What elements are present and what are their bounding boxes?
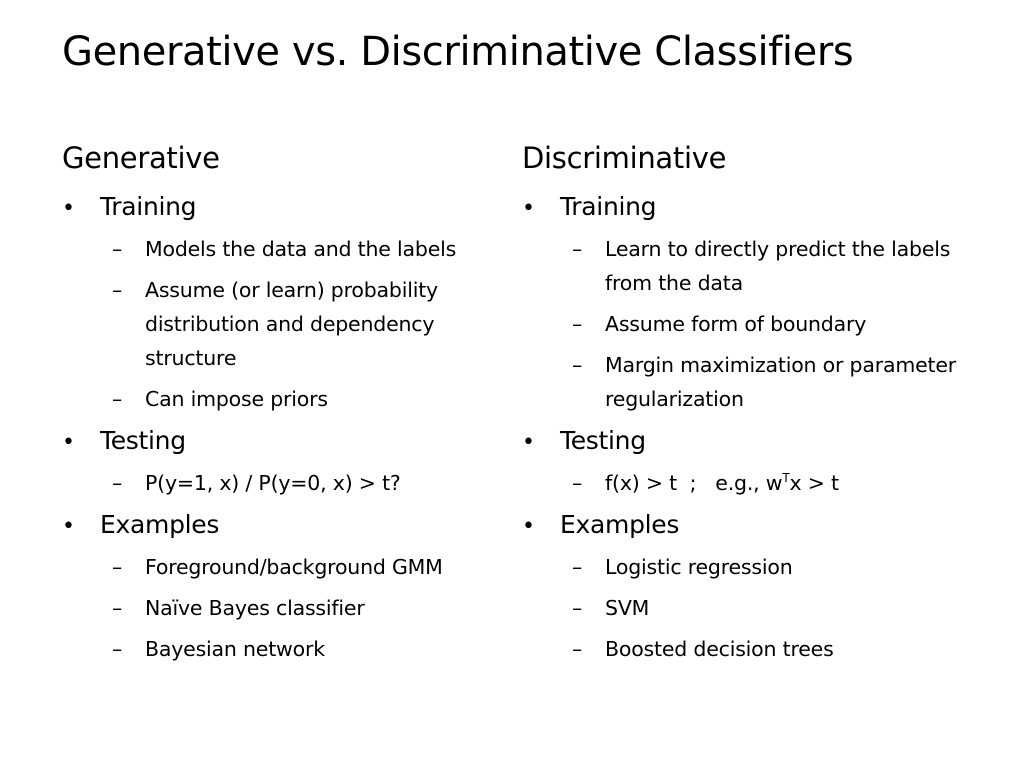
section-examples: • Examples – Foreground/background GMM –… — [62, 508, 512, 666]
sub-item: – Foreground/background GMM — [62, 550, 512, 584]
dash-icon: – — [572, 237, 583, 261]
column-heading-discriminative: Discriminative — [522, 141, 727, 175]
sub-item: – Boosted decision trees — [522, 632, 972, 666]
formula-suffix: x > t — [789, 471, 839, 495]
sub-item-text: Logistic regression — [605, 555, 793, 579]
sub-item: – Assume (or learn) probability distribu… — [62, 273, 512, 375]
dash-icon: – — [112, 637, 123, 661]
dash-icon: – — [572, 471, 583, 495]
sub-item-text: Naïve Bayes classifier — [145, 596, 365, 620]
sub-item-text: Models the data and the labels — [145, 237, 457, 261]
sub-item-text: Foreground/background GMM — [145, 555, 443, 579]
sub-list: – f(x) > t ; e.g., wTx > t — [522, 466, 972, 500]
bullet-label: Examples — [100, 510, 220, 539]
sub-item-formula: – f(x) > t ; e.g., wTx > t — [522, 466, 972, 500]
sub-list: – Learn to directly predict the labels f… — [522, 232, 972, 416]
sub-item: – SVM — [522, 591, 972, 625]
dash-icon: – — [112, 555, 123, 579]
section-examples: • Examples – Logistic regression – SVM –… — [522, 508, 972, 666]
dash-icon: – — [112, 471, 123, 495]
dash-icon: – — [572, 555, 583, 579]
sub-list: – P(y=1, x) / P(y=0, x) > t? — [62, 466, 512, 500]
slide-title: Generative vs. Discriminative Classifier… — [62, 29, 854, 75]
dash-icon: – — [572, 312, 583, 336]
dash-icon: – — [112, 596, 123, 620]
section-training: • Training – Models the data and the lab… — [62, 190, 512, 416]
bullet-label: Testing — [100, 426, 186, 455]
dash-icon: – — [572, 596, 583, 620]
formula-superscript: T — [782, 471, 790, 486]
bullet-icon: • — [62, 196, 75, 221]
dash-icon: – — [112, 278, 123, 302]
sub-item: – P(y=1, x) / P(y=0, x) > t? — [62, 466, 512, 500]
bullet-icon: • — [522, 196, 535, 221]
bullet-testing: • Testing — [522, 424, 972, 460]
sub-item: – Can impose priors — [62, 382, 512, 416]
bullet-training: • Training — [62, 190, 512, 226]
sub-list: – Models the data and the labels – Assum… — [62, 232, 512, 416]
bullet-icon: • — [62, 430, 75, 455]
generative-column: Generative • Training – Models the data … — [62, 138, 512, 674]
sub-list: – Logistic regression – SVM – Boosted de… — [522, 550, 972, 666]
dash-icon: – — [572, 637, 583, 661]
dash-icon: – — [112, 387, 123, 411]
discriminative-column: Discriminative • Training – Learn to dir… — [522, 138, 972, 674]
sub-item: – Logistic regression — [522, 550, 972, 584]
sub-item-text: Can impose priors — [145, 387, 328, 411]
sub-item-text: Learn to directly predict the labels fro… — [605, 237, 951, 295]
bullet-icon: • — [522, 430, 535, 455]
bullet-testing: • Testing — [62, 424, 512, 460]
section-training: • Training – Learn to directly predict t… — [522, 190, 972, 416]
section-testing: • Testing – f(x) > t ; e.g., wTx > t — [522, 424, 972, 500]
sub-item-text: Assume (or learn) probability distributi… — [145, 278, 438, 370]
sub-item: – Assume form of boundary — [522, 307, 972, 341]
sub-item: – Margin maximization or parameter regul… — [522, 348, 972, 416]
formula-prefix: f(x) > t ; e.g., w — [605, 471, 783, 495]
formula-text: f(x) > t ; e.g., wTx > t — [605, 466, 965, 500]
bullet-examples: • Examples — [522, 508, 972, 544]
sub-item-text: SVM — [605, 596, 650, 620]
sub-item-text: Boosted decision trees — [605, 637, 834, 661]
bullet-examples: • Examples — [62, 508, 512, 544]
dash-icon: – — [572, 353, 583, 377]
bullet-label: Examples — [560, 510, 680, 539]
sub-item: – Bayesian network — [62, 632, 512, 666]
bullet-label: Training — [100, 192, 197, 221]
bullet-label: Testing — [560, 426, 646, 455]
bullet-training: • Training — [522, 190, 972, 226]
section-testing: • Testing – P(y=1, x) / P(y=0, x) > t? — [62, 424, 512, 500]
bullet-icon: • — [522, 514, 535, 539]
sub-item-text: Margin maximization or parameter regular… — [605, 353, 956, 411]
bullet-label: Training — [560, 192, 657, 221]
sub-item: – Naïve Bayes classifier — [62, 591, 512, 625]
sub-item: – Models the data and the labels — [62, 232, 512, 266]
bullet-icon: • — [62, 514, 75, 539]
column-heading-generative: Generative — [62, 141, 220, 175]
sub-item-text: P(y=1, x) / P(y=0, x) > t? — [145, 471, 401, 495]
sub-list: – Foreground/background GMM – Naïve Baye… — [62, 550, 512, 666]
dash-icon: – — [112, 237, 123, 261]
sub-item: – Learn to directly predict the labels f… — [522, 232, 972, 300]
sub-item-text: Assume form of boundary — [605, 312, 867, 336]
sub-item-text: Bayesian network — [145, 637, 325, 661]
